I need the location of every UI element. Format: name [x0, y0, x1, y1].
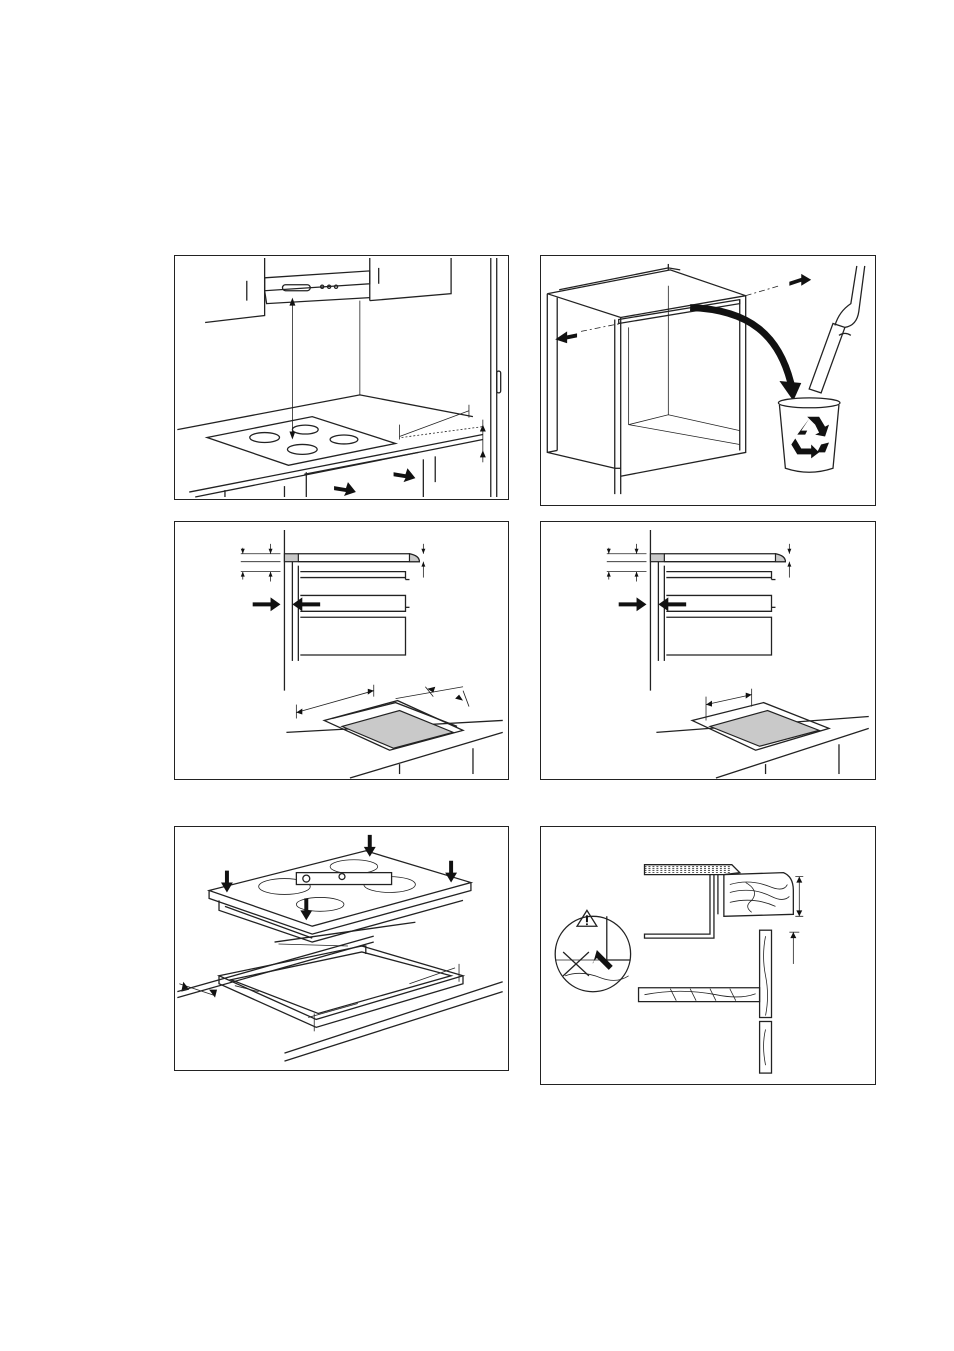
seal-frame-icon: [219, 922, 463, 1031]
hand-icon: [809, 266, 865, 393]
figure-remove-cabinet-panel: [540, 255, 876, 506]
cabinet-icon: [541, 256, 875, 505]
drawer-arrow-icon: [334, 468, 415, 496]
cutout-icon: [286, 685, 502, 778]
figure-worktop-edge-detail: [540, 826, 876, 1085]
figure-hob-above-drawer: [174, 255, 509, 500]
cutout-icon: [656, 689, 868, 778]
figure-hob-installation: [174, 826, 509, 1071]
recycle-bin-icon: [778, 398, 840, 472]
worktop-section-icon: [175, 522, 508, 779]
warning-icon: [555, 910, 630, 991]
hob-icon: [175, 827, 508, 1070]
wood-grain-icon: [541, 827, 875, 1084]
worktop-section-icon: [541, 522, 875, 779]
hob-icon: [175, 256, 508, 499]
figure-cutout-dimensions-b: [540, 521, 876, 780]
figure-cutout-dimensions-a: [174, 521, 509, 780]
extractor-hood-icon: [265, 271, 370, 304]
